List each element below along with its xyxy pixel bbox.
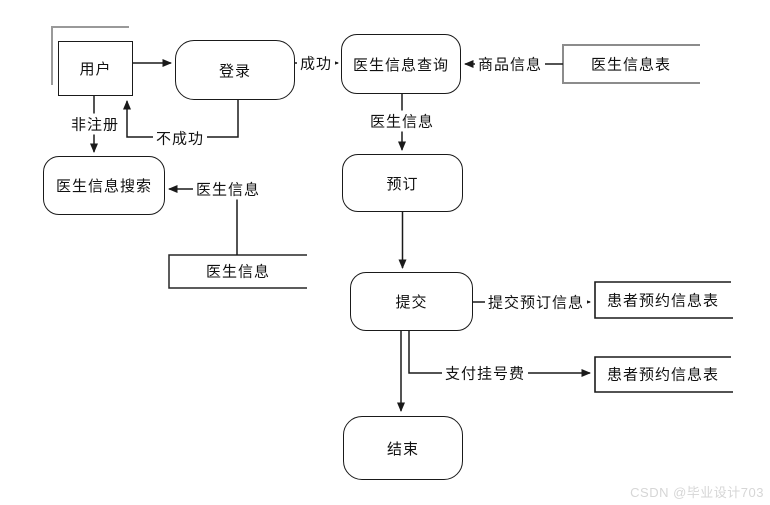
csdn-watermark: CSDN @毕业设计703 — [630, 485, 764, 500]
datastore-doctor-info-table: 医生信息表 — [586, 53, 676, 75]
edge-label-pay-registration-fee: 支付挂号费 — [441, 362, 529, 384]
node-submit: 提交 — [350, 272, 473, 331]
node-doctor-info-search: 医生信息搜索 — [43, 156, 165, 215]
node-user: 用户 — [58, 41, 133, 96]
node-doctor-info-query: 医生信息查询 — [341, 34, 461, 94]
edge-submit-pay-fee-to-patient-bottom — [408, 331, 591, 377]
node-reserve: 预订 — [342, 154, 463, 212]
datastore-patient-booking-top: 患者预约信息表 — [602, 289, 724, 311]
edge-label-submit-booking-info: 提交预订信息 — [484, 291, 588, 313]
datastore-shape-patient-bottom — [594, 356, 733, 393]
edge-label-success: 成功 — [296, 52, 336, 74]
datastore-doctor-info: 医生信息 — [201, 260, 275, 282]
node-login: 登录 — [175, 40, 295, 100]
datastore-shape-doctor-info — [168, 254, 307, 289]
edge-label-product-info: 商品信息 — [474, 53, 546, 75]
node-end: 结束 — [343, 416, 463, 480]
datastore-shape-patient-top — [594, 281, 733, 319]
edge-label-doctor-info-down: 医生信息 — [366, 110, 438, 132]
edge-label-unregistered: 非注册 — [67, 113, 123, 135]
datastore-patient-booking-bottom: 患者预约信息表 — [602, 363, 724, 385]
edge-label-fail: 不成功 — [152, 127, 208, 149]
external-entity-mark — [51, 26, 129, 85]
edge-label-doctor-info-left: 医生信息 — [192, 178, 264, 200]
